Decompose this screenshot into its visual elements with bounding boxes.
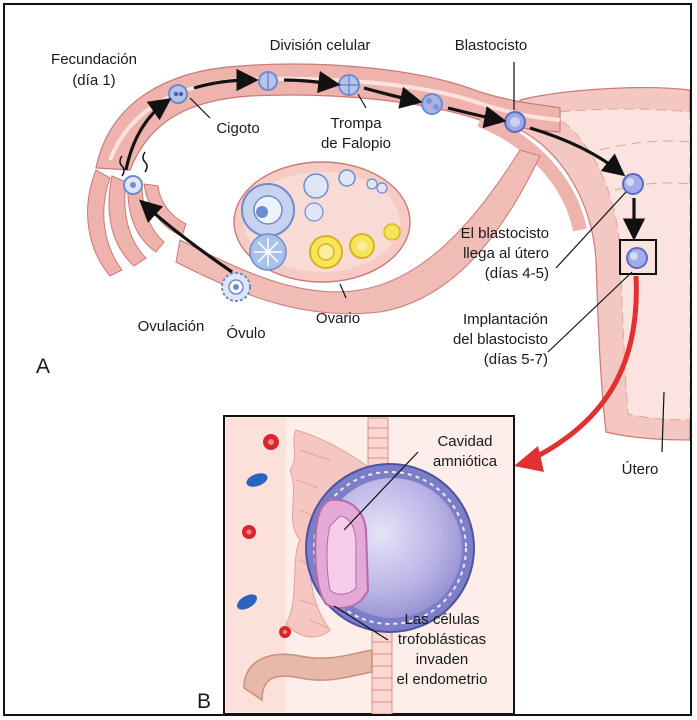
- label-division-celular: División celular: [270, 37, 371, 54]
- label-implantacion-2: del blastocisto: [453, 331, 548, 348]
- label-fecundacion-day: (día 1): [72, 72, 115, 89]
- label-utero: Útero: [622, 461, 659, 478]
- label-ovulacion: Ovulación: [138, 318, 205, 335]
- label-llega-1: El blastocisto: [461, 225, 549, 242]
- label-implantacion-3: (días 5-7): [484, 351, 548, 368]
- label-llega-3: (días 4-5): [485, 265, 549, 282]
- panel-b-letter: B: [197, 690, 211, 713]
- label-cigoto: Cigoto: [216, 120, 259, 137]
- panel-a: Fecundación (día 1) División celular Bla…: [36, 37, 690, 478]
- label-celulas-2: trofoblásticas: [398, 631, 486, 648]
- label-trompa: Trompa: [330, 115, 382, 132]
- label-implantacion-1: Implantación: [463, 311, 548, 328]
- label-cavidad: Cavidad: [437, 433, 492, 450]
- label-amniotica: amniótica: [433, 453, 498, 470]
- label-celulas-1: Las células: [404, 611, 479, 628]
- panel-b: Cavidad amniótica Las células trofoblást…: [197, 416, 514, 714]
- ovum: [222, 273, 250, 301]
- panel-a-letter: A: [36, 355, 50, 378]
- label-de-falopio: de Falopio: [321, 135, 391, 152]
- label-celulas-3: invaden: [416, 651, 469, 668]
- zoom-arrow-head: [514, 446, 544, 472]
- label-llega-2: llega al útero: [463, 245, 549, 262]
- label-ovario: Ovario: [316, 310, 360, 327]
- label-blastocisto: Blastocisto: [455, 37, 528, 54]
- label-ovulo: Óvulo: [226, 325, 265, 342]
- label-fecundacion: Fecundación: [51, 51, 137, 68]
- label-celulas-4: el endometrio: [397, 671, 488, 688]
